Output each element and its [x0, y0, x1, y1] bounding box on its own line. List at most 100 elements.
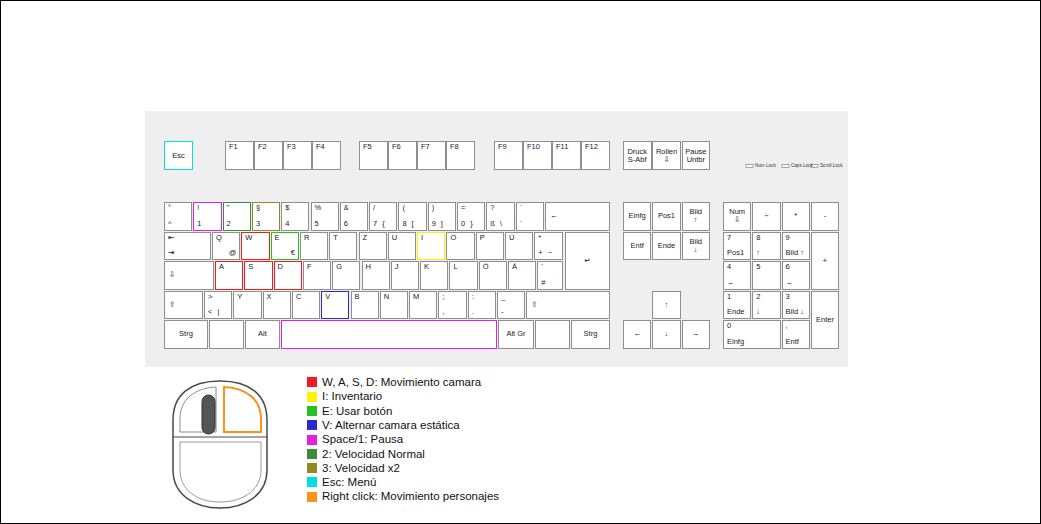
- key-legend: 1: [727, 293, 747, 301]
- keyboard-key: O: [446, 232, 474, 261]
- keyboard-key: =0}: [457, 202, 485, 231]
- key-legend-row: 4: [285, 220, 305, 228]
- key-legend: B: [355, 293, 375, 301]
- legend-row: 2: Velocidad Normal: [307, 448, 425, 461]
- key-legend-row: Entf: [786, 338, 806, 346]
- key-legend: ⇤: [168, 234, 207, 242]
- key-legend: C: [296, 293, 316, 301]
- key-legend: .: [472, 308, 474, 316]
- key-legend: ⇧: [531, 301, 537, 309]
- key-legend: 0: [727, 322, 777, 330]
- legend-swatch: [307, 435, 317, 445]
- key-legend-row: →: [786, 279, 806, 287]
- legend-row: Right click: Movimiento personajes: [307, 490, 499, 503]
- key-legend: D: [278, 263, 298, 271]
- keyboard-key: ><|: [204, 291, 232, 320]
- keyboard-key: :.: [468, 291, 496, 320]
- legend-text: Esc: Menú: [322, 476, 376, 489]
- key-legend: ^: [168, 220, 172, 228]
- mouse-wheel: [202, 395, 215, 434]
- indicator-label: Scroll Lock: [820, 164, 842, 169]
- key-legend: ⇩: [169, 271, 175, 279]
- keyboard-key: +: [811, 232, 839, 290]
- key-legend: Esc: [172, 152, 185, 160]
- key-legend: ⇥: [168, 249, 174, 257]
- key-legend: Ö: [483, 263, 503, 271]
- keyboard-key: , Entf: [782, 320, 810, 349]
- key-legend: ): [432, 204, 452, 212]
- keyboard-key: Strg: [571, 320, 610, 349]
- keyboard-key: Druck S-Abf: [623, 141, 652, 170]
- key-legend: →: [692, 330, 700, 338]
- key-legend: Druck S-Abf: [627, 148, 647, 164]
- key-legend: 2: [756, 293, 776, 301]
- keyboard-key: Alt Gr: [498, 320, 534, 349]
- keyboard-key: 7Pos1: [723, 232, 751, 261]
- keyboard-key: F4: [312, 141, 341, 170]
- key-legend: ß: [490, 220, 495, 228]
- key-legend: Bild ↑: [786, 249, 804, 257]
- indicator-label: Caps Lock: [791, 164, 813, 169]
- key-legend-row: ↓: [756, 308, 776, 316]
- keyboard-key: ↓: [652, 320, 680, 349]
- key-legend: 6: [344, 220, 348, 228]
- key-legend: F4: [316, 143, 337, 151]
- keyboard-key: *+~: [534, 232, 562, 261]
- keyboard-key: S: [244, 261, 272, 290]
- keyboard-key: R: [300, 232, 328, 261]
- key-legend: @: [229, 249, 237, 257]
- keyboard-key: Y: [233, 291, 261, 320]
- keyboard-key: ÷: [752, 202, 780, 231]
- legend-swatch: [307, 477, 317, 487]
- key-legend: Pos1: [658, 212, 675, 220]
- keyboard-key: X: [263, 291, 291, 320]
- key-legend: 9: [786, 234, 806, 242]
- key-legend: F1: [229, 143, 250, 151]
- key-legend: _: [501, 293, 521, 301]
- keyboard-key: D: [274, 261, 302, 290]
- keyboard-key: F2: [254, 141, 283, 170]
- key-legend-row: .: [472, 308, 492, 316]
- key-legend: <: [208, 308, 212, 316]
- key-legend: ←: [633, 330, 641, 338]
- keyboard-panel: [145, 111, 848, 367]
- keyboard-key: 5: [752, 261, 780, 290]
- key-legend-row: €: [275, 249, 295, 257]
- legend-row: Space/1: Pausa: [307, 433, 403, 446]
- key-legend: ´: [520, 220, 523, 228]
- key-legend: Y: [237, 293, 257, 301]
- key-legend: ,: [786, 322, 806, 330]
- key-legend-row: ←: [727, 279, 747, 287]
- keyboard-key: !1: [193, 202, 221, 231]
- key-legend: ↓: [665, 330, 669, 338]
- key-legend: A: [219, 263, 239, 271]
- keyboard-key: U: [388, 232, 416, 261]
- keyboard-key: Num ⇩: [723, 202, 751, 231]
- keyboard-key: Entf: [623, 232, 651, 261]
- keyboard-key: F12: [581, 141, 610, 170]
- key-legend: P: [480, 234, 500, 242]
- key-legend: |: [217, 308, 219, 316]
- keyboard-key: '#: [537, 261, 563, 290]
- key-legend-row: Bild ↑: [786, 249, 806, 257]
- key-legend: #: [541, 279, 545, 287]
- key-legend: -: [824, 212, 827, 220]
- key-legend: ": [227, 204, 247, 212]
- keyboard-key: 6→: [782, 261, 810, 290]
- key-legend-row: 6: [344, 220, 364, 228]
- key-legend: Ende: [727, 308, 745, 316]
- keyboard-key: ;,: [438, 291, 466, 320]
- key-legend: V: [325, 293, 345, 301]
- legend-swatch: [307, 449, 317, 459]
- key-legend: $: [285, 204, 305, 212]
- keyboard-key: Bild ↑: [682, 202, 710, 231]
- keyboard-key: F1: [225, 141, 254, 170]
- keyboard-key: ⇧: [526, 291, 610, 320]
- key-legend: 9: [432, 220, 436, 228]
- legend-swatch: [307, 377, 317, 387]
- key-legend: °: [168, 204, 188, 212]
- key-legend-row: Bild ↓: [786, 308, 806, 316]
- key-legend: Entf: [786, 338, 799, 346]
- keyboard-key: E€: [271, 232, 299, 261]
